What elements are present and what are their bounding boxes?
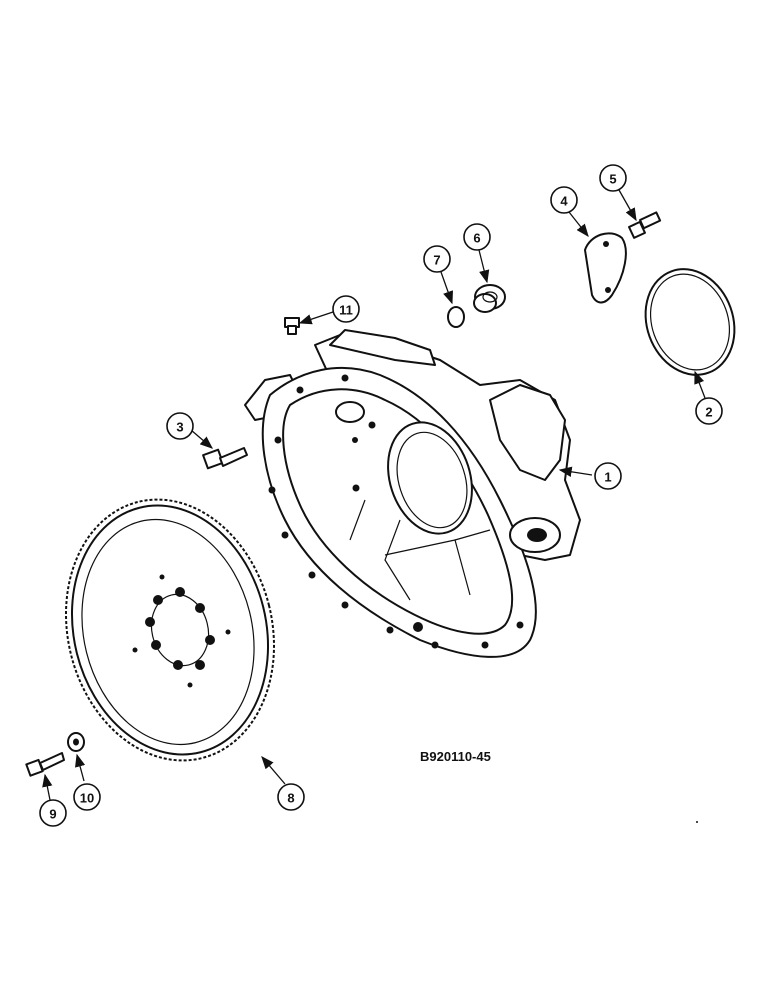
cover-cap-screw xyxy=(628,211,662,239)
leader-5 xyxy=(618,189,637,222)
callout-2: 2 xyxy=(695,397,723,425)
callout-7: 7 xyxy=(423,245,451,273)
callout-3-label: 3 xyxy=(176,420,183,435)
callout-9-label: 9 xyxy=(49,807,56,822)
leader-8 xyxy=(261,756,286,785)
flywheel-housing xyxy=(244,329,581,658)
callout-2-label: 2 xyxy=(705,405,712,420)
callout-3: 3 xyxy=(166,412,194,440)
callout-4-label: 4 xyxy=(560,194,568,209)
callout-6-label: 6 xyxy=(473,231,480,246)
callout-4: 4 xyxy=(550,186,578,214)
flywheel xyxy=(65,498,275,762)
callout-11: 11 xyxy=(332,295,360,323)
callout-5: 5 xyxy=(599,164,627,192)
o-ring xyxy=(644,268,736,376)
callout-11-label: 11 xyxy=(339,303,353,318)
cover-plate xyxy=(584,232,627,304)
callout-1: 1 xyxy=(594,462,622,490)
callout-1-label: 1 xyxy=(604,470,611,485)
leader-3 xyxy=(190,429,213,449)
leader-4 xyxy=(568,211,589,238)
leader-11 xyxy=(298,311,334,325)
callout-8-label: 8 xyxy=(287,791,294,806)
plug xyxy=(473,284,506,313)
stray-mark xyxy=(696,821,698,823)
callout-10-label: 10 xyxy=(80,791,94,806)
figure-code: B920110-45 xyxy=(420,749,491,764)
leader-9 xyxy=(42,773,53,801)
callout-10: 10 xyxy=(73,783,101,811)
housing-bolt xyxy=(202,447,248,470)
callout-7-label: 7 xyxy=(433,253,440,268)
small-plug xyxy=(284,317,300,335)
leader-7 xyxy=(440,271,453,305)
flywheel-bolt xyxy=(25,752,65,777)
callout-8: 8 xyxy=(277,783,305,811)
seal-washer xyxy=(447,306,465,328)
callout-6: 6 xyxy=(463,223,491,251)
leader-1 xyxy=(558,466,593,477)
leader-6 xyxy=(478,249,490,284)
leader-10 xyxy=(75,753,86,782)
callout-9: 9 xyxy=(39,799,67,827)
leader-2 xyxy=(694,370,706,399)
callout-5-label: 5 xyxy=(609,172,616,187)
flywheel-washer xyxy=(67,732,85,752)
